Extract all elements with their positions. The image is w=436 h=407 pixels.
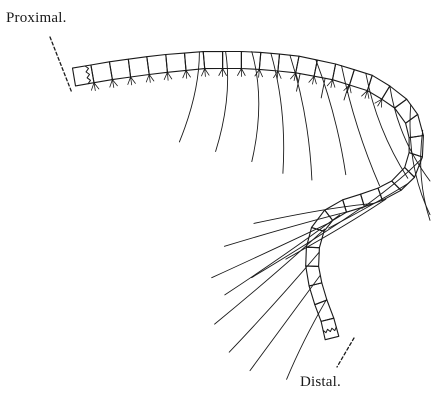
distal-leader-line xyxy=(337,338,354,367)
long-seta xyxy=(225,215,340,295)
distal-label: Distal. xyxy=(300,374,341,391)
short-spine xyxy=(91,83,94,91)
short-spine xyxy=(219,69,223,76)
antenna-segment xyxy=(203,52,222,69)
antenna-segment xyxy=(259,52,279,71)
antenna-segment xyxy=(166,53,186,72)
distal-cut-edge xyxy=(323,327,336,333)
long-seta xyxy=(287,299,327,379)
antenna-segment xyxy=(73,65,95,86)
proximal-leader-line xyxy=(50,37,72,93)
antenna-segment xyxy=(109,59,130,79)
short-spine xyxy=(259,69,262,76)
antenna-segment xyxy=(185,52,205,71)
leader-lines xyxy=(50,37,354,367)
long-seta xyxy=(250,276,320,371)
short-spine xyxy=(223,69,227,76)
antenna-segment xyxy=(306,247,320,266)
antenna-segment xyxy=(321,318,339,340)
short-spines-group xyxy=(91,69,381,108)
long-seta xyxy=(252,52,259,162)
long-seta xyxy=(342,66,380,186)
short-spine xyxy=(350,85,352,93)
proximal-cut-edge xyxy=(85,66,91,84)
long-seta xyxy=(366,73,408,178)
short-spine xyxy=(241,69,245,76)
antenna-segment xyxy=(406,114,424,137)
short-spine xyxy=(278,71,281,78)
antenna-segment xyxy=(296,56,318,76)
short-spine xyxy=(128,77,131,85)
long-seta xyxy=(212,223,330,278)
short-spine xyxy=(146,75,149,83)
antenna-segment xyxy=(91,62,113,83)
short-spine xyxy=(110,80,113,88)
short-spine xyxy=(164,72,167,79)
antenna-segment xyxy=(147,55,168,75)
antenna-segment xyxy=(325,200,347,221)
antenna-segment xyxy=(382,86,407,108)
proximal-label: Proximal. xyxy=(6,10,67,27)
short-spine xyxy=(314,76,316,84)
antenna-segment xyxy=(241,52,260,70)
setae-group xyxy=(179,52,430,380)
short-spine xyxy=(183,70,186,77)
long-seta xyxy=(216,52,228,152)
antenna-segment xyxy=(223,52,242,69)
short-spine xyxy=(202,69,205,76)
antenna-segment xyxy=(128,57,149,77)
long-seta xyxy=(179,52,199,142)
short-spine xyxy=(238,69,242,76)
